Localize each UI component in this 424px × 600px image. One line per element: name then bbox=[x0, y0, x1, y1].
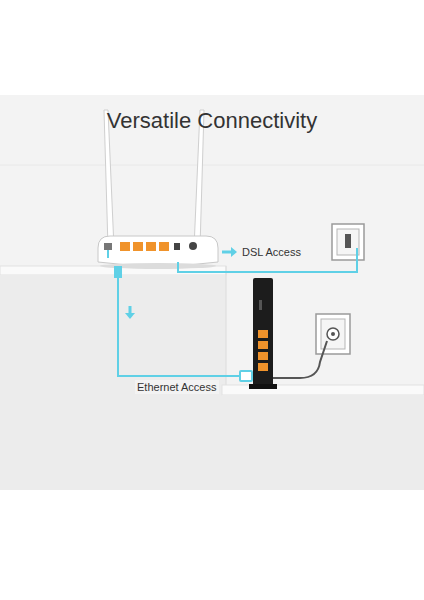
connection-label: Ethernet Access bbox=[135, 380, 219, 394]
diagram-title: Versatile Connectivity bbox=[107, 108, 317, 134]
connection-label: DSL Access bbox=[240, 245, 303, 259]
